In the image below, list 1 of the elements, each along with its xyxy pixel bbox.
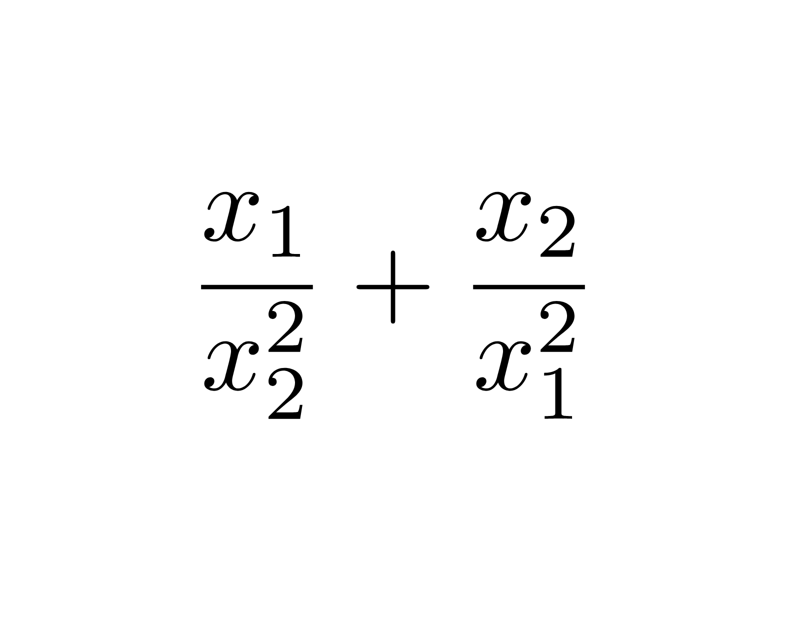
formula: $\frac{x_1}{x_2^2}+\frac{x_2}{x_1^2}$	[201, 192, 585, 419]
